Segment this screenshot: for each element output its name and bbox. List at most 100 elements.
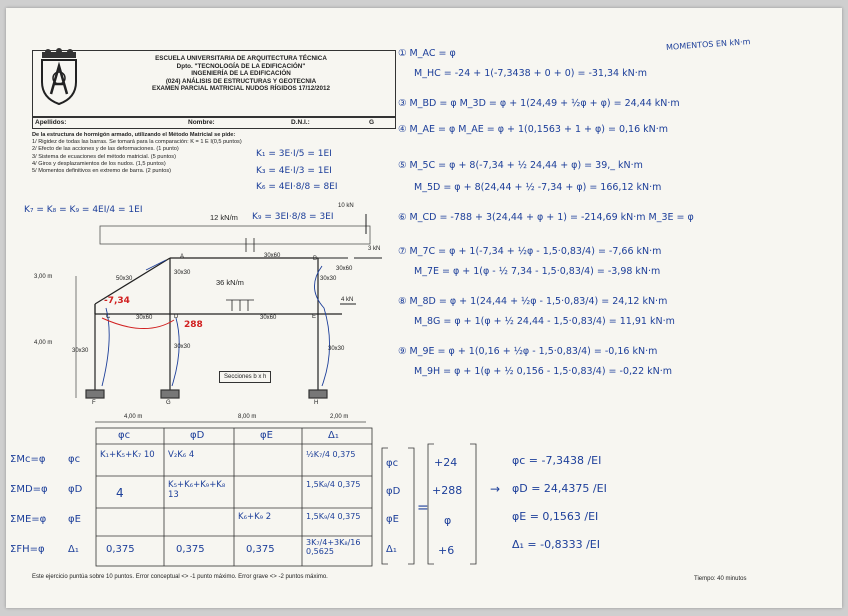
equals-sign: = [417, 500, 429, 516]
hw-k6: K₆ = 4EI·8/8 = 8EI [256, 182, 338, 192]
group-field: G [369, 119, 375, 126]
eq-label-1: ΣMD=φ [10, 484, 48, 495]
frame-diagram [75, 214, 382, 423]
moment-line-8: M_7E = φ + 1(φ - ½ 7,34 - 1,5·0,83/4) = … [414, 266, 661, 277]
question-4: 4/ Giros y desplazamientos de los nudos.… [32, 160, 166, 167]
question-3: 3/ Sistema de ecuaciones del método matr… [32, 153, 176, 160]
rhs-3: +6 [438, 544, 455, 557]
result-phi-e: φE = 0,1563 /EI [512, 510, 599, 523]
rhs-2: φ [444, 514, 452, 527]
moment-line-2: ③ M_BD = φ M_3D = φ + 1(24,49 + ½φ + φ) … [398, 98, 680, 109]
exam-sheet: ESCUELA UNIVERSITARIA DE ARQUITECTURA TÉ… [6, 8, 842, 608]
hw-k1: K₁ = 3E·I/5 = 1EI [256, 149, 332, 159]
result-phi-c: φc = -7,3438 /EI [512, 454, 602, 467]
node-d: D [174, 314, 179, 320]
point-load-right-mid: 4 kN [341, 297, 354, 303]
section-top-beam: 30x60 [264, 253, 281, 259]
arrow-icon: → [490, 482, 501, 496]
question-5: 5/ Momentos definitivos en extremo de ba… [32, 168, 171, 175]
matrix-cell-0-1: V₂K₆ 4 [168, 450, 195, 460]
rhs-0: +24 [434, 456, 458, 469]
exam-title: EXAMEN PARCIAL MATRICIAL NUDOS RÍGIDOS 1… [152, 85, 330, 93]
load-beam-label: 36 kN/m [216, 278, 244, 287]
var-label-2: φE [68, 514, 81, 525]
unknown-3: Δ₁ [386, 544, 397, 555]
unknown-2: φE [386, 514, 399, 525]
node-h: H [314, 400, 319, 406]
moment-line-12: M_9H = φ + 1(φ + ½ 0,156 - 1,5·0,83/4) =… [414, 366, 673, 377]
questions-intro: De la estructura de hormigón armado, uti… [32, 132, 236, 138]
moment-line-11: ⑨ M_9E = φ + 1(0,16 + ½φ - 1,5·0,83/4) =… [398, 346, 658, 357]
dni-field: D.N.I.: [291, 119, 310, 126]
var-label-1: φD [68, 484, 83, 495]
col-head-1: φD [190, 430, 205, 441]
col-head-2: φE [260, 430, 273, 441]
result-delta: Δ₁ = -0,8333 /EI [512, 538, 600, 551]
moment-line-9: ⑧ M_8D = φ + 1(24,44 + ½φ - 1,5·0,83/4) … [398, 296, 668, 307]
hw-k3: K₃ = 4E·I/3 = 1EI [256, 166, 332, 176]
sections-legend: Secciones b x h [219, 371, 272, 383]
var-label-0: φc [68, 454, 81, 465]
moment-line-1: M_HC = -24 + 1(-7,3438 + 0 + 0) = -31,34… [414, 68, 647, 79]
school-name: ESCUELA UNIVERSITARIA DE ARQUITECTURA TÉ… [155, 55, 327, 62]
point-load-top: 10 kN [338, 203, 354, 209]
degree-name: INGENIERÍA DE LA EDIFICACIÓN [191, 70, 291, 78]
section-col-g: 30x30 [174, 344, 191, 350]
height-upper: 3,00 m [34, 274, 53, 280]
eq-label-0: ΣMc=φ [10, 454, 46, 465]
section-right-col: 30x30 [320, 276, 337, 282]
matrix-cell-3-1: 0,375 [176, 544, 205, 555]
surname-field: Apellidos: [35, 119, 67, 126]
point-load-right-top: 3 kN [368, 246, 381, 252]
moment-line-5: M_5D = φ + 8(24,44 + ½ -7,34 + φ) = 166,… [414, 182, 662, 193]
matrix-cell-1-0: 4 [116, 486, 124, 500]
institution-block: ESCUELA UNIVERSITARIA DE ARQUITECTURA TÉ… [88, 55, 394, 93]
moment-line-0: ① M_AC = φ [398, 48, 456, 59]
var-label-3: Δ₁ [68, 544, 79, 555]
moments-list: ① M_AC = φ M_HC = -24 + 1(-7,3438 + 0 + … [398, 48, 838, 386]
matrix-cell-3-0: 0,375 [106, 544, 135, 555]
section-inclined: 50x30 [116, 276, 133, 282]
node-c: C [106, 314, 111, 320]
matrix-grid [95, 427, 477, 567]
height-lower: 4,00 m [34, 340, 53, 346]
hw-k-top: K₉ = 3EI·8/8 = 3EI [252, 212, 334, 222]
scoring-note: Este ejercicio puntúa sobre 10 puntos. E… [32, 574, 328, 580]
section-beam-left: 30x60 [136, 315, 153, 321]
matrix-cell-0-3: ½K₇/4 0,375 [306, 450, 356, 459]
span-1: 4,00 m [124, 414, 143, 420]
student-form: Apellidos: Nombre: D.N.I.: G [32, 116, 396, 129]
node-g: G [166, 400, 171, 406]
moment-line-6: ⑥ M_CD = -788 + 3(24,44 + φ + 1) = -214,… [398, 212, 694, 223]
eq-label-2: ΣME=φ [10, 514, 47, 525]
matrix-cell-3-2: 0,375 [246, 544, 275, 555]
unknown-1: φD [386, 486, 401, 497]
rhs-1: +288 [432, 484, 463, 497]
matrix-cell-3-3: 3K₇/4+3K₈/16 0,5625 [306, 538, 361, 556]
moment-line-10: M_8G = φ + 1(φ + ½ 24,44 - 1,5·0,83/4) =… [414, 316, 675, 327]
col-head-0: φc [118, 430, 131, 441]
node-b: B [313, 256, 318, 262]
time-note: Tiempo: 40 minutos [694, 576, 747, 582]
inclined-bar [94, 257, 171, 305]
unknown-0: φc [386, 458, 399, 469]
span-3: 2,00 m [330, 414, 349, 420]
dept-name: Dpto. "TECNOLOGÍA DE LA EDIFICACIÓN" [176, 62, 306, 70]
header-box [32, 50, 396, 118]
section-col-h: 30x30 [328, 346, 345, 352]
span-2: 8,00 m [238, 414, 257, 420]
col-head-3: Δ₁ [328, 430, 339, 441]
question-1: 1/ Rigidez de todas las barras. Se tomar… [32, 139, 242, 146]
name-field: Nombre: [188, 119, 215, 126]
section-col-c: 30x30 [72, 348, 89, 354]
red-moment-c: -7,34 [104, 296, 130, 306]
hw-k7: K₇ = K₈ = K₉ = 4EI/4 = 1EI [24, 205, 143, 215]
matrix-cell-2-2: K₆+K₉ 2 [238, 512, 272, 522]
section-beam-right: 30x60 [260, 315, 277, 321]
moment-line-4: ⑤ M_5C = φ + 8(-7,34 + ½ 24,44 + φ) = 39… [398, 160, 643, 171]
matrix-cell-1-3: 1,5K₈/4 0,375 [306, 480, 361, 489]
matrix-cell-2-3: 1,5K₉/4 0,375 [306, 512, 361, 521]
moment-line-3: ④ M_AE = φ M_AE = φ + 1(0,1563 + 1 + φ) … [398, 124, 669, 135]
question-list: De la estructura de hormigón armado, uti… [32, 132, 392, 175]
question-2: 2/ Efecto de las acciones y de las defor… [32, 146, 179, 153]
